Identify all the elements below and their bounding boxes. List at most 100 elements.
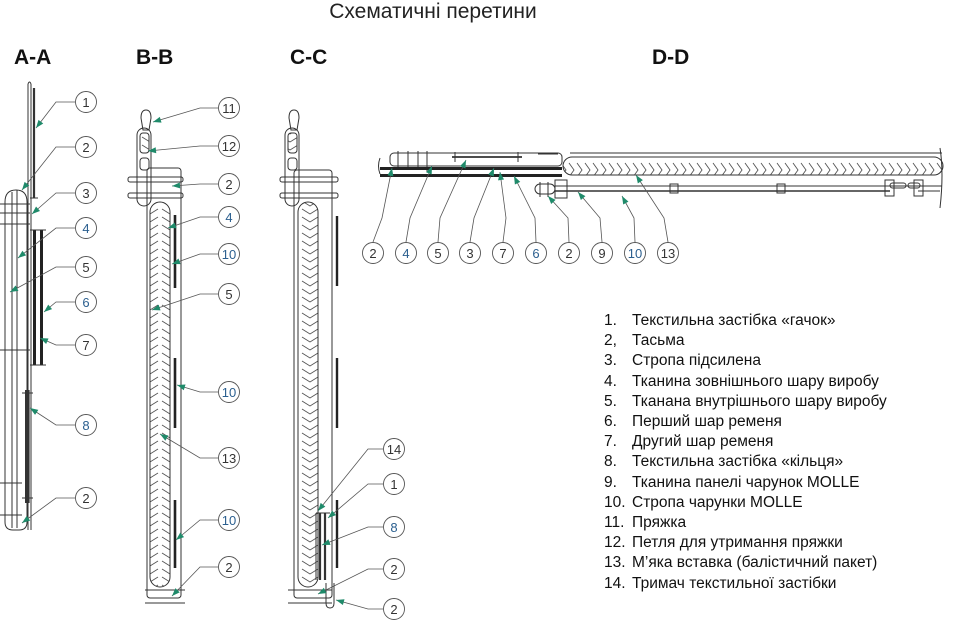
leader-line (21, 497, 75, 524)
callout-c-c-1: 1 (327, 473, 405, 519)
callout-circle (383, 516, 405, 538)
section-d-d-drawing (378, 147, 944, 209)
arrowhead-icon (177, 384, 186, 391)
leader-line (547, 195, 570, 243)
callout-d-d-4: 4 (395, 165, 433, 264)
legend-number: 1. (604, 312, 617, 329)
legend-item: 2, Тасьма (604, 331, 887, 351)
callout-b-b-10: 10 (171, 243, 240, 265)
callout-number: 5 (82, 260, 89, 275)
legend-text: Тримач текстильної застібки (632, 574, 837, 592)
arrowhead-icon (22, 181, 30, 190)
legend-item: 8.Текстильна застібка «кільця» (604, 452, 887, 472)
legend-number: 2, (604, 332, 617, 350)
arrowhead-icon (18, 250, 27, 258)
legend-text: Текстильна застібка «гачок» (632, 312, 836, 329)
leader-line (175, 519, 218, 541)
arrowhead-icon (387, 168, 394, 177)
arrowhead-icon (328, 510, 337, 518)
leader-line (29, 407, 75, 426)
section-label-d-d: D-D (652, 46, 690, 69)
callout-circle (75, 136, 97, 158)
callout-circle (218, 206, 240, 228)
arrowhead-icon (40, 338, 49, 344)
arrowhead-icon (172, 182, 181, 189)
callout-number: 2 (82, 140, 89, 155)
section-label-b-b: B-B (136, 46, 174, 69)
leader-line (171, 566, 218, 597)
legend-number: 10. (604, 493, 626, 511)
callout-circle (75, 91, 97, 113)
callout-number: 2 (390, 562, 397, 577)
callout-number: 2 (390, 602, 397, 617)
leader-line (176, 384, 218, 393)
callout-a-a-6: 6 (43, 291, 97, 313)
leader-line (171, 183, 218, 187)
callout-circle (218, 283, 240, 305)
callout-circle (383, 438, 405, 460)
callout-circle (362, 242, 384, 264)
callout-number: 3 (82, 186, 89, 201)
legend-text: Пряжка (632, 514, 687, 532)
callout-circle (75, 182, 97, 204)
callout-d-d-5: 5 (427, 159, 467, 264)
legend-text: Перший шар ременя (632, 413, 782, 431)
arrowhead-icon (30, 408, 39, 415)
callout-a-a-1: 1 (35, 91, 97, 129)
legend-text: Тканина зовнішнього шару виробу (632, 372, 879, 390)
callout-number: 9 (598, 246, 605, 261)
callout-number: 2 (225, 560, 232, 575)
callout-number: 3 (466, 246, 473, 261)
legend-item: 6.Перший шар ременя (604, 412, 887, 432)
callout-circle (218, 381, 240, 403)
legend-item: 1. Текстильна застібка «гачок» (604, 311, 887, 331)
legend-text: Другий шар ременя (632, 433, 774, 451)
callout-number: 13 (661, 246, 675, 261)
callout-circle (218, 135, 240, 157)
arrowhead-icon (488, 168, 494, 177)
leader-line (151, 293, 218, 311)
callout-number: 2 (565, 246, 572, 261)
callout-b-b-4: 4 (167, 206, 240, 229)
leader-line (17, 227, 75, 259)
legend-number: 8. (604, 453, 617, 471)
arrowhead-icon (578, 192, 586, 201)
leader-line (437, 159, 467, 243)
legend-number: 11. (604, 514, 625, 532)
callout-d-d-3: 3 (459, 167, 495, 264)
arrowhead-icon (636, 175, 643, 184)
callout-number: 12 (222, 139, 236, 154)
leader-line (317, 568, 383, 595)
arrowhead-icon (498, 172, 505, 181)
callout-c-c-8: 8 (321, 516, 405, 546)
callout-number: 8 (82, 418, 89, 433)
callout-number: 2 (369, 246, 376, 261)
arrowhead-icon (622, 196, 629, 205)
callout-number: 6 (532, 246, 539, 261)
callout-number: 5 (225, 287, 232, 302)
arrowhead-icon (36, 119, 44, 128)
leader-line (335, 599, 383, 610)
callout-number: 7 (82, 338, 89, 353)
callout-number: 14 (387, 442, 401, 457)
leader-line (147, 145, 218, 152)
legend-number: 4. (604, 372, 617, 390)
callout-d-d-2: 2 (547, 195, 580, 264)
callout-circle (383, 558, 405, 580)
arrowhead-icon (160, 434, 169, 441)
legend-item: 13.М’яка вставка (балістичний пакет) (604, 553, 887, 573)
legend-text: Тасьма (632, 332, 685, 350)
leader-line (21, 146, 75, 191)
legend-item: 5.Тканана внутрішнього шару виробу (604, 392, 887, 412)
legend-number: 3. (604, 352, 617, 370)
callout-circle (591, 242, 613, 264)
leader-line (577, 191, 603, 243)
arrowhead-icon (336, 599, 345, 606)
callout-circle (75, 256, 97, 278)
callout-circle (75, 487, 97, 509)
arrowhead-icon (176, 532, 185, 540)
leader-line (635, 174, 669, 243)
callout-number: 1 (390, 477, 397, 492)
callout-d-d-7: 7 (492, 171, 514, 264)
